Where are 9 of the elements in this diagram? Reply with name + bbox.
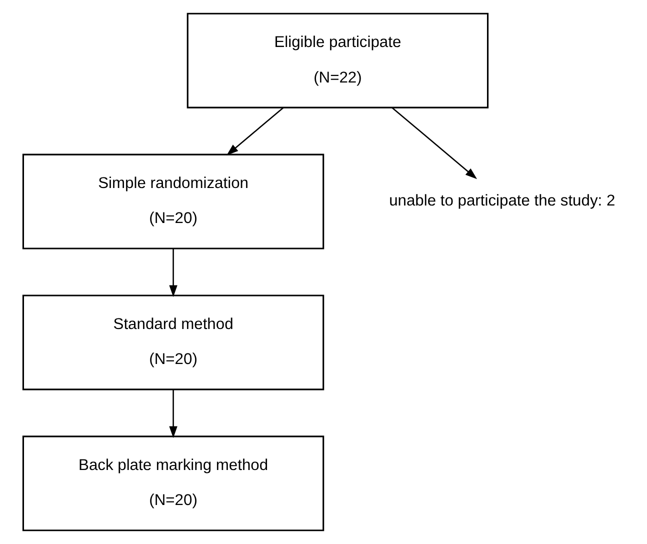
node-text: unable to participate the study: 2	[388, 192, 615, 210]
node-box: Eligible participate (N=22)	[186, 12, 488, 108]
node-box: Simple randomization (N=20)	[22, 154, 324, 250]
arrow	[168, 248, 177, 298]
node-box: Back plate marking method (N=20)	[22, 436, 324, 532]
node-box: Standard method (N=20)	[22, 294, 324, 390]
arrow	[168, 389, 177, 438]
arrow	[226, 107, 284, 156]
arrow	[391, 107, 477, 180]
